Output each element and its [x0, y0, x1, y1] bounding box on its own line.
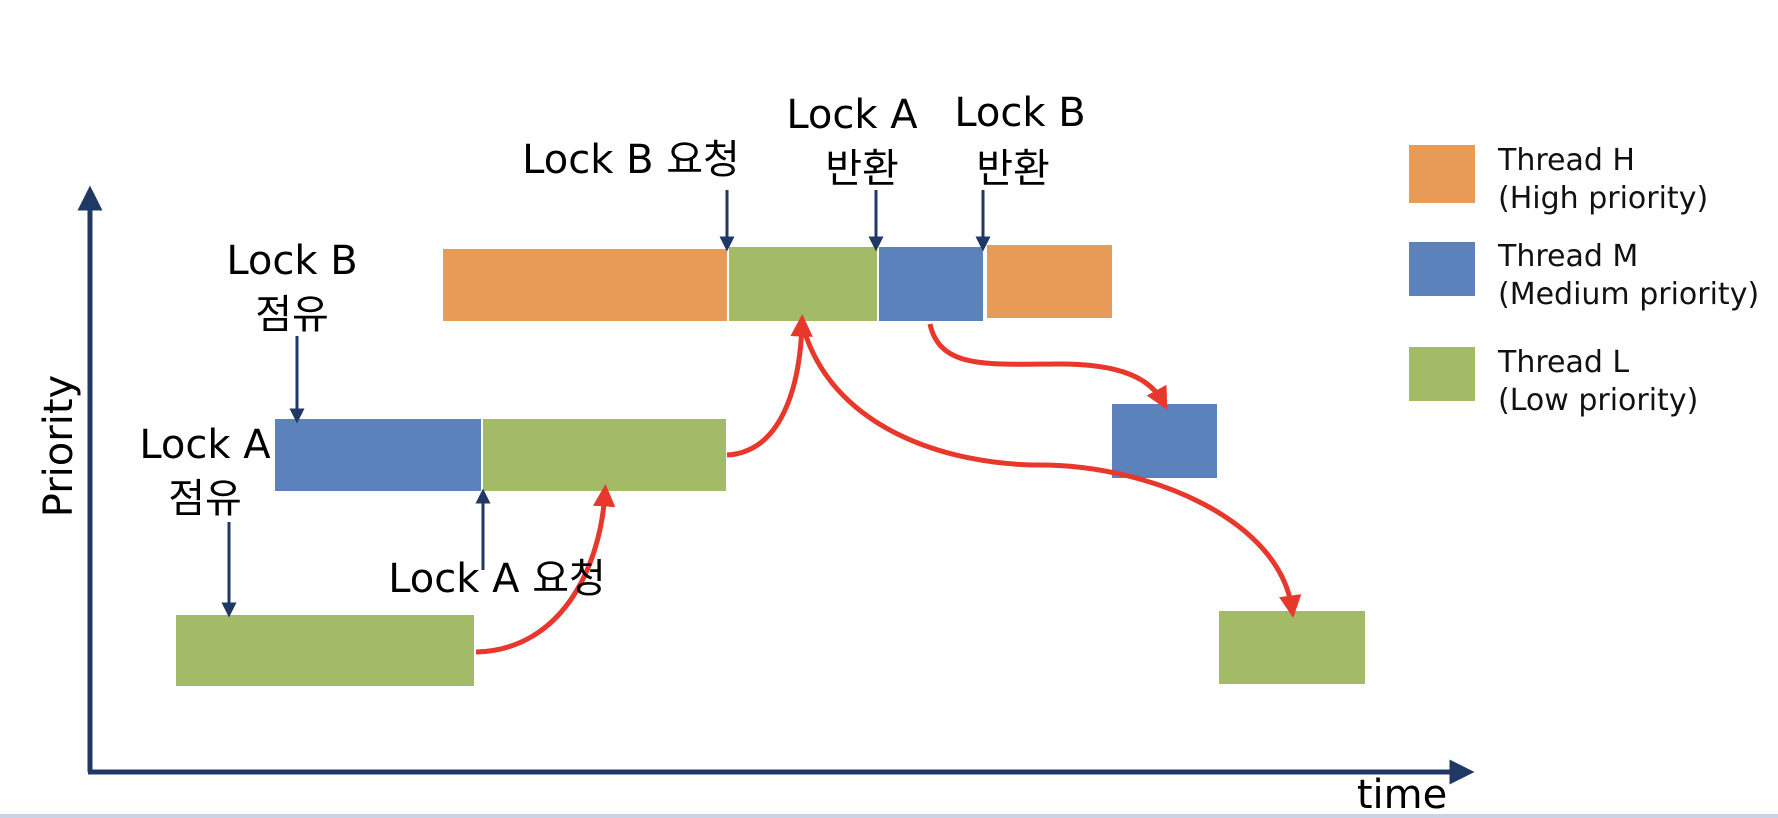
lock-b-release-label-line2: 반환	[976, 146, 1050, 192]
transition-arrow-4	[799, 322, 1302, 618]
lock-b-hold-label-line2: 점유	[255, 292, 329, 338]
thread-m-block-1	[273, 417, 485, 493]
transition-arrow-3	[927, 323, 1168, 410]
legend-subtitle-thread-l: (Low priority)	[1498, 383, 1698, 418]
lock-b-hold-label-line1: Lock B	[226, 238, 357, 284]
lock-b-release-label-line1: Lock B	[954, 90, 1085, 136]
lock-a-hold-label-line2: 점유	[168, 476, 242, 522]
legend-title-thread-h: Thread H	[1497, 143, 1635, 178]
thread-l-block-2	[1217, 609, 1367, 686]
lock-a-request-label: Lock A 요청	[388, 556, 606, 602]
lock-a-hold-label-line1: Lock A	[139, 422, 271, 468]
thread-l-block-1	[174, 613, 476, 688]
thread-l-boosted-block-1	[481, 417, 728, 493]
thread-m-block-3	[877, 245, 985, 323]
thread-h-block-1	[441, 247, 729, 323]
thread-m-block-2	[1110, 402, 1219, 480]
legend-swatch-thread-m	[1407, 240, 1477, 298]
bottom-border-strip	[0, 814, 1778, 818]
transition-arrow-2	[726, 314, 813, 458]
lock-a-release-label-line2: 반환	[825, 146, 899, 192]
lock-b-request-label: Lock B 요청	[522, 137, 740, 183]
x-axis-label: time	[1357, 772, 1447, 818]
legend-title-thread-l: Thread L	[1497, 345, 1629, 380]
legend-subtitle-thread-h: (High priority)	[1498, 181, 1708, 216]
legend-title-thread-m: Thread M	[1497, 239, 1638, 274]
thread-h-block-2	[985, 243, 1114, 320]
legend: Thread H (High priority) Thread M (Mediu…	[1407, 143, 1759, 418]
lock-a-release-label-line1: Lock A	[786, 92, 918, 138]
legend-subtitle-thread-m: (Medium priority)	[1498, 277, 1759, 312]
thread-l-boosted-block-2	[727, 245, 879, 323]
legend-swatch-thread-h	[1407, 143, 1477, 205]
transition-arrow-1	[475, 484, 616, 655]
legend-swatch-thread-l	[1407, 345, 1477, 403]
y-axis-label: Priority	[36, 375, 82, 517]
